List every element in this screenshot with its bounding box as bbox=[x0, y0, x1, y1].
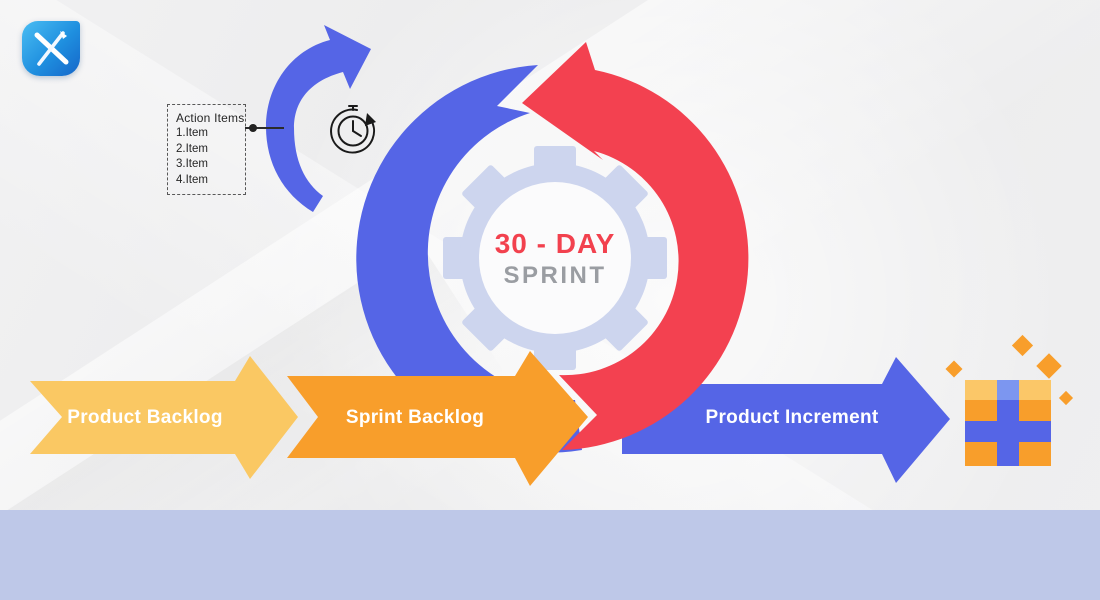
gear-icon bbox=[443, 146, 667, 370]
action-item: 3.Item bbox=[176, 158, 208, 170]
scrum-roles-bar: SCRUM ROLES : Product Owner bbox=[0, 510, 1100, 600]
gift-box-icon bbox=[965, 380, 1051, 466]
edrawmax-logo bbox=[22, 21, 80, 76]
logo-x-glyph bbox=[34, 31, 69, 66]
clock-timer-icon bbox=[330, 105, 376, 154]
action-item: 1.Item bbox=[176, 127, 208, 139]
gift-ribbon-vertical-lid bbox=[997, 380, 1019, 400]
product-backlog-label: Product Backlog bbox=[67, 407, 223, 428]
sprint-word-text: SPRINT bbox=[503, 262, 607, 289]
sprint-duration-text: 30 - DAY bbox=[494, 228, 616, 259]
action-item: 2.Item bbox=[176, 142, 208, 155]
daily-loop-arrow bbox=[266, 25, 371, 212]
action-items-title: Action Items bbox=[176, 111, 245, 125]
sprint-cycle-red-arrow bbox=[522, 42, 749, 450]
gift-ribbon-vertical bbox=[997, 400, 1019, 466]
annotation-connector-line bbox=[245, 127, 284, 129]
action-items-box: Action Items 1.Item 2.Item 3.Item 4.Item bbox=[167, 104, 246, 195]
product-backlog-arrow bbox=[30, 356, 298, 479]
annotation-connector-dot bbox=[249, 124, 257, 132]
action-item: 4.Item bbox=[176, 173, 208, 186]
product-increment-label: Product Increment bbox=[705, 407, 879, 428]
sprint-backlog-arrow bbox=[287, 351, 588, 486]
product-increment-arrow bbox=[622, 357, 950, 483]
sprint-backlog-label: Sprint Backlog bbox=[345, 407, 485, 428]
sprint-cycle-blue-arc bbox=[356, 65, 582, 453]
